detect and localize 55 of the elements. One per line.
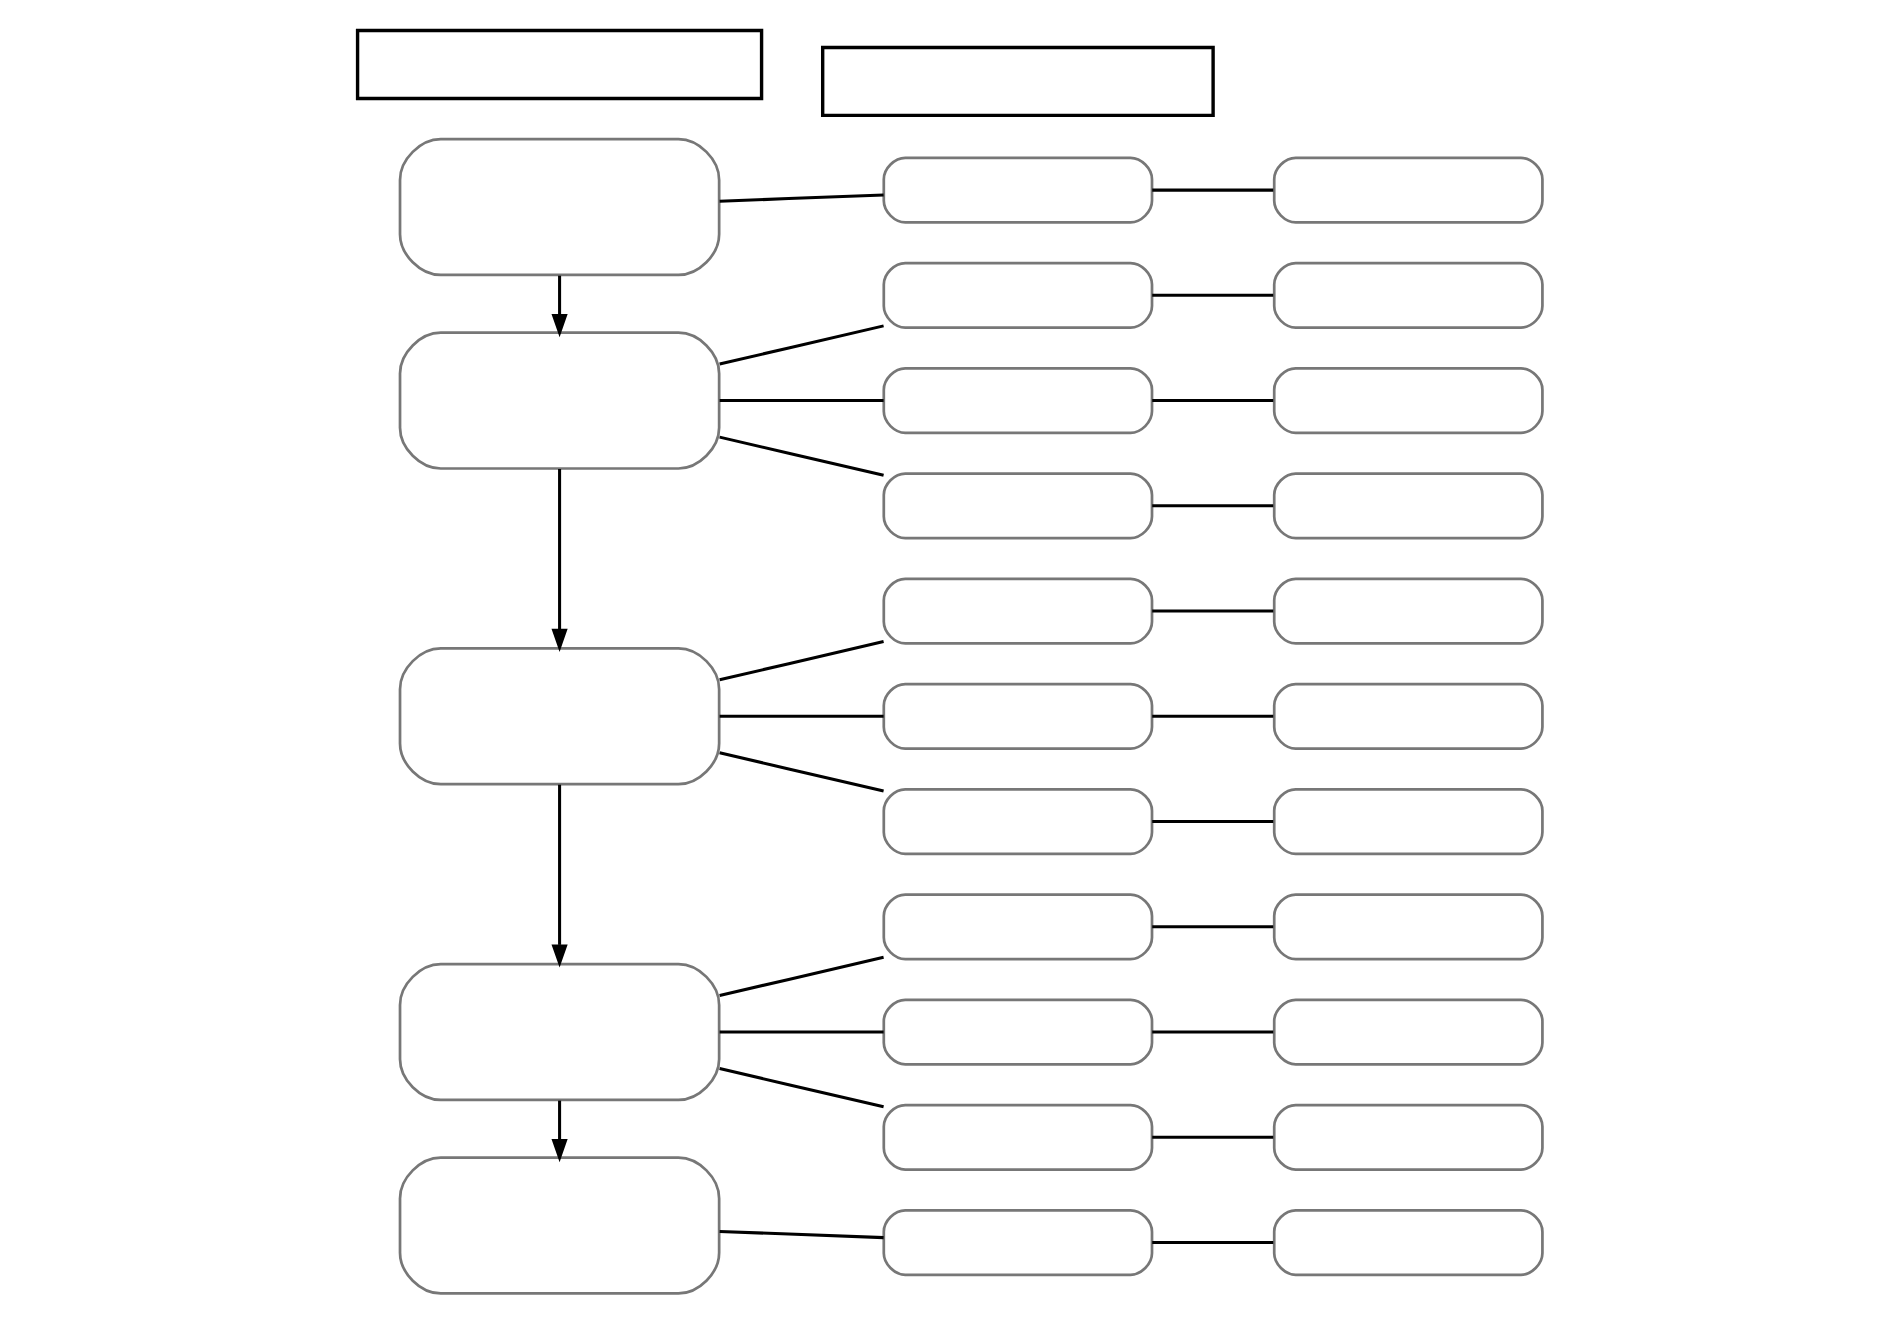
node-pill	[1272, 1103, 1544, 1171]
connector	[719, 1067, 884, 1109]
node-pill	[1272, 787, 1544, 856]
connector	[1152, 188, 1274, 192]
node-box	[355, 28, 764, 101]
node-pill	[882, 261, 1154, 329]
node-box	[398, 1156, 721, 1295]
node-box	[398, 137, 721, 277]
connector	[719, 399, 884, 403]
connector	[1152, 1135, 1274, 1139]
arrow	[551, 1100, 568, 1163]
connector	[1152, 293, 1274, 297]
connector	[1152, 1030, 1274, 1034]
arrow	[551, 784, 568, 968]
connector	[719, 714, 884, 718]
node-pill	[882, 893, 1154, 961]
node-pill	[1272, 261, 1544, 329]
connector	[719, 1030, 884, 1034]
connector	[1152, 1241, 1274, 1245]
node-pill	[882, 366, 1154, 435]
arrow	[551, 275, 568, 338]
connector	[719, 1229, 884, 1240]
node-pill	[882, 787, 1154, 856]
connector	[1152, 925, 1274, 929]
connector	[719, 324, 884, 366]
node-box	[398, 331, 721, 470]
node-pill	[1272, 472, 1544, 540]
node-pill	[1272, 156, 1544, 224]
connector	[1152, 820, 1274, 824]
node-pill	[1272, 893, 1544, 961]
node-pill	[882, 156, 1154, 224]
node-pill	[1272, 682, 1544, 750]
node-pill	[1272, 366, 1544, 435]
arrow	[551, 469, 568, 652]
node-pill	[882, 998, 1154, 1066]
node-pill	[1272, 998, 1544, 1066]
connector	[719, 193, 884, 203]
node-box	[398, 647, 721, 786]
node-pill	[882, 682, 1154, 750]
connector	[1152, 399, 1274, 403]
node-pill	[882, 1103, 1154, 1171]
node-pill	[882, 1208, 1154, 1277]
connector	[1152, 609, 1274, 613]
connector	[1152, 714, 1274, 718]
connector	[719, 640, 884, 682]
node-pill	[882, 472, 1154, 540]
node-pill	[1272, 577, 1544, 645]
node-box	[821, 45, 1215, 118]
connector	[719, 955, 884, 997]
connector	[719, 751, 884, 793]
connector	[719, 435, 884, 477]
node-box	[398, 962, 721, 1102]
node-pill	[1272, 1208, 1544, 1277]
node-pill	[882, 577, 1154, 645]
connector	[1152, 504, 1274, 508]
